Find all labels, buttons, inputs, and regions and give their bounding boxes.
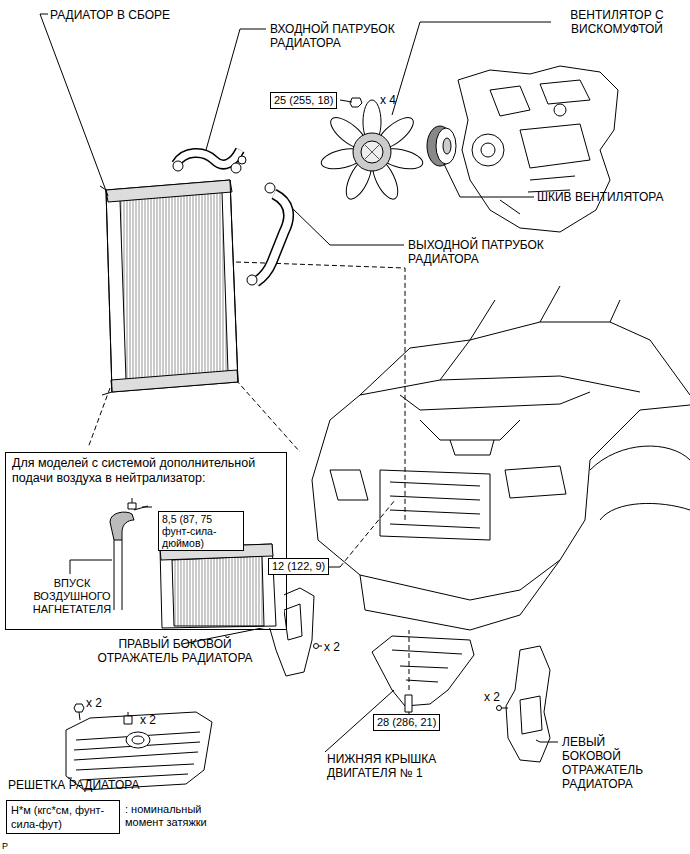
part-name: ВЫХОДНОЙ ПАТРУБОК РАДИАТОРА xyxy=(408,238,558,266)
box-text: 28 (286, 21) xyxy=(377,716,436,729)
part-name: ВЕНТИЛЯТОР С ВИСКОМУФТОЙ xyxy=(553,8,681,36)
box-text: Н*м (кгс*см, фунт-сила-фут) xyxy=(11,803,115,831)
legend-text: : номинальный момент затяжки xyxy=(125,803,240,829)
figure-code: P xyxy=(2,841,8,852)
torque-box: 28 (286, 21) xyxy=(373,714,440,731)
part-name: ШКИВ ВЕНТИЛЯТОРА xyxy=(537,190,663,204)
quantity: x 2 xyxy=(484,690,500,704)
part-name: ВПУСК ВОЗДУШНОГО НАГНЕТАТЕЛЯ xyxy=(22,577,122,616)
part-name: РАДИАТОР В СБОРЕ xyxy=(50,8,170,22)
legend-box: Н*м (кгс*см, фунт-сила-фут) xyxy=(6,800,120,834)
box-text: 12 (122, 9) xyxy=(272,560,325,573)
part-name: НИЖНЯЯ КРЫШКА ДВИГАТЕЛЯ № 1 xyxy=(327,752,497,780)
part-name: РЕШЕТКА РАДИАТОРА xyxy=(8,778,139,792)
torque-box: 8,5 (87, 75 фунт-сила-дюймов) xyxy=(158,511,244,551)
quantity: x 2 xyxy=(140,713,156,727)
box-text: Для моделей с системой дополнительной по… xyxy=(12,456,280,486)
quantity: x 2 xyxy=(86,696,102,710)
part-name: ЛЕВЫЙ БОКОВОЙ ОТРАЖАТЕЛЬ РАДИАТОРА xyxy=(562,735,657,791)
box-text: 8,5 (87, 75 фунт-сила-дюймов) xyxy=(162,513,240,549)
torque-box: 12 (122, 9) xyxy=(268,558,329,575)
part-name: ВХОДНОЙ ПАТРУБОК РАДИАТОРА xyxy=(270,22,415,50)
box-text: 25 (255, 18) xyxy=(274,94,333,107)
quantity: x 4 xyxy=(380,93,396,107)
torque-box: 25 (255, 18) xyxy=(270,92,337,109)
quantity: x 2 xyxy=(324,640,340,654)
part-name: ПРАВЫЙ БОКОВОЙ ОТРАЖАТЕЛЬ РАДИАТОРА xyxy=(80,637,270,665)
